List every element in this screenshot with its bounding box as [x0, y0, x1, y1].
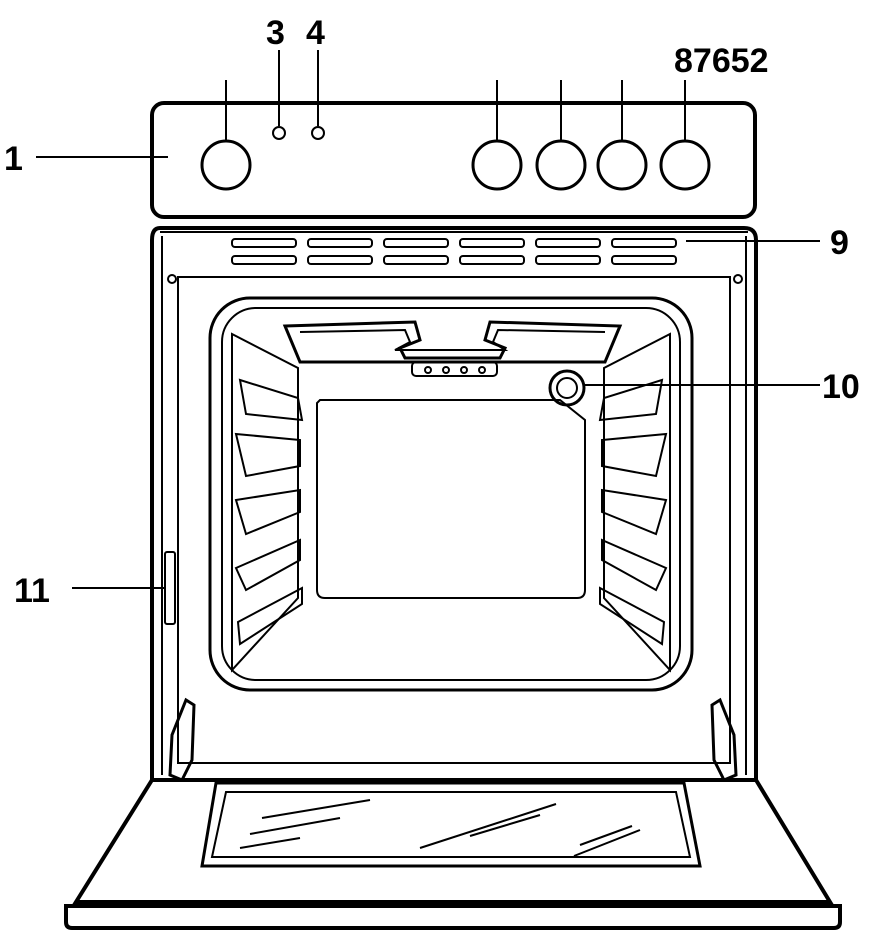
knob-6 [596, 139, 648, 191]
oven-cavity [164, 296, 694, 692]
callout-9: 9 [830, 224, 849, 262]
callout-1: 1 [4, 140, 23, 178]
vent-slots [231, 238, 677, 265]
callout-11: 11 [14, 572, 50, 610]
top-leader-lines [225, 50, 686, 140]
oven-lamp [548, 369, 586, 407]
oven-door [64, 778, 842, 930]
left-knob [200, 139, 252, 191]
indicator-light-3 [272, 126, 286, 140]
left-rack-supports [231, 332, 304, 673]
oven-body [150, 226, 758, 782]
indicator-light-4 [311, 126, 325, 140]
knob-5-2 [659, 139, 711, 191]
grill-element [282, 320, 623, 377]
callout-10: 10 [822, 368, 860, 406]
knob-8 [471, 139, 523, 191]
callout-4: 4 [306, 14, 325, 52]
callout-87652: 87652 [674, 42, 769, 80]
side-leader-lines [36, 156, 820, 589]
control-panel [150, 101, 757, 219]
knob-7 [535, 139, 587, 191]
right-rack-supports [598, 332, 671, 673]
callout-3: 3 [266, 14, 285, 52]
